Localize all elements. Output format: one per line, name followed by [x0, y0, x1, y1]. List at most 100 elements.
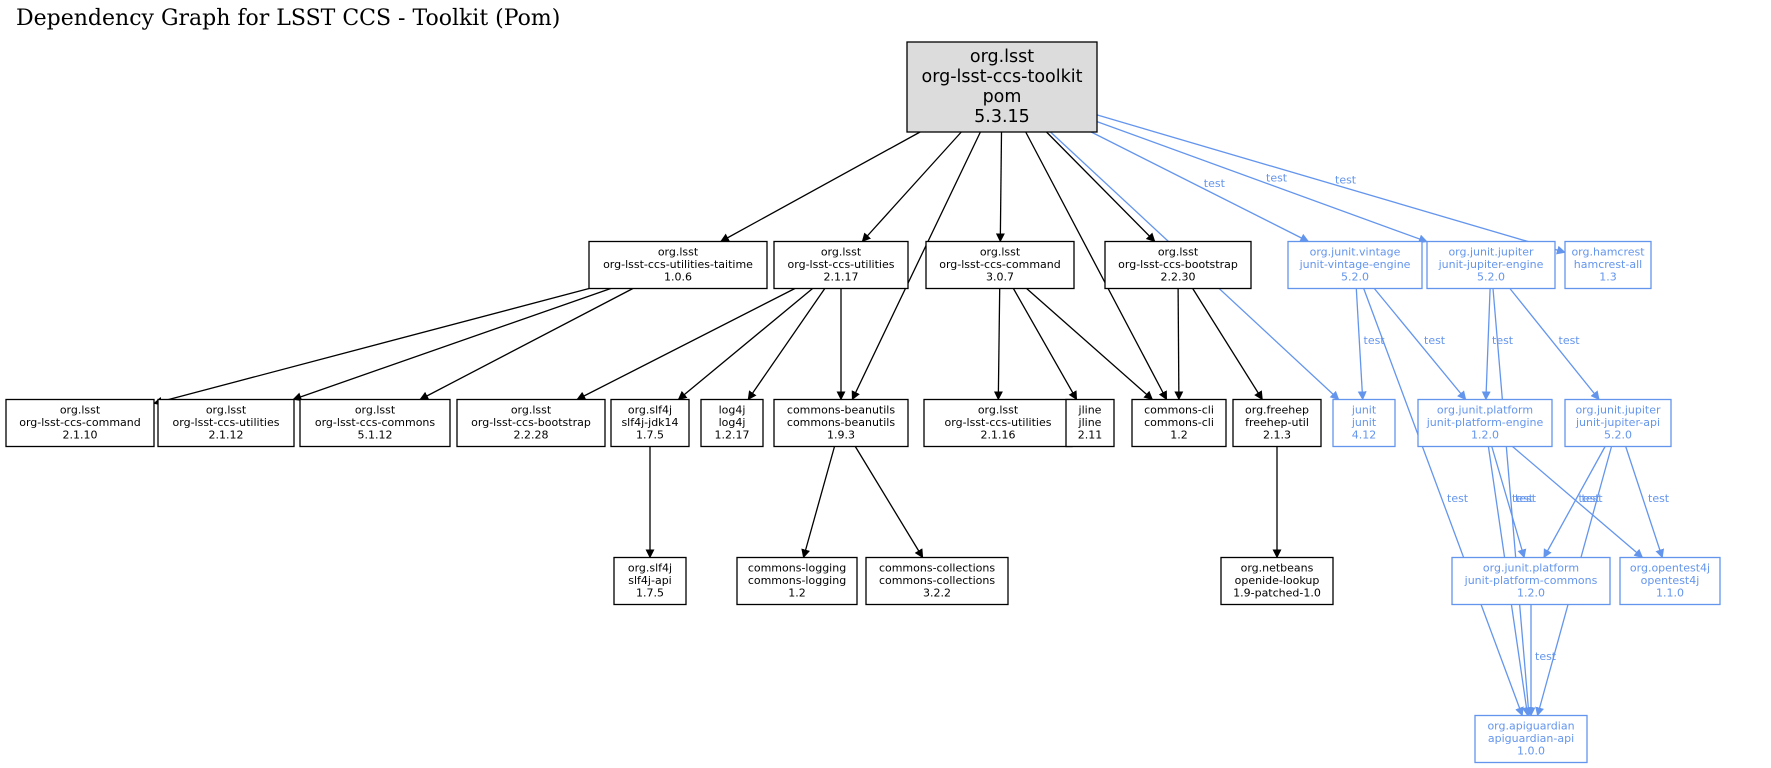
node-version: 5.3.15	[974, 107, 1030, 127]
edge-junit-jupiter-engine-to-junit-jupiter-api	[1509, 288, 1600, 401]
edge-root-to-bootstrap-2230	[1046, 131, 1156, 243]
edge-label: test	[1424, 334, 1446, 347]
node-group-id: org.netbeans	[1241, 562, 1314, 575]
edge-junit-vintage-engine-to-apiguardian-api	[1363, 288, 1524, 717]
edge-command-307-to-jline	[1012, 288, 1078, 401]
node-box	[1417, 398, 1553, 448]
node-box	[773, 240, 909, 290]
node-artifact-id: junit-platform-engine	[1426, 416, 1544, 429]
node-junit-vintage-engine: org.junit.vintagejunit-vintage-engine5.2…	[1287, 240, 1423, 290]
node-artifact-id: org-lsst-ccs-commons	[315, 416, 436, 429]
node-artifact-id: junit-platform-commons	[1464, 574, 1598, 587]
node-group-id: org.lsst	[511, 404, 552, 417]
node-artifact-id: commons-beanutils	[787, 416, 895, 429]
node-artifact-id: org-lsst-ccs-utilities	[945, 416, 1052, 429]
node-group-id: org.lsst	[355, 404, 396, 417]
node-box	[456, 398, 606, 448]
node-group-id: org.lsst	[60, 404, 101, 417]
node-box	[613, 556, 687, 606]
edge-utilities-taitime-to-utilities-2112	[292, 287, 612, 402]
node-box	[1232, 398, 1322, 448]
node-group-id: commons-beanutils	[787, 404, 895, 417]
node-artifact-id: org-lsst-ccs-command	[19, 416, 141, 429]
node-box	[1619, 556, 1721, 606]
node-version: 2.1.17	[824, 271, 859, 284]
node-box	[1564, 398, 1672, 448]
node-version: 5.2.0	[1604, 429, 1632, 442]
node-artifact-id: org-lsst-ccs-bootstrap	[1118, 258, 1238, 271]
edge-label: test	[1579, 492, 1601, 505]
edge-root-to-hamcrest-all	[1096, 114, 1566, 255]
node-group-id: jline	[1078, 404, 1102, 417]
edge-junit-platform-engine-to-junit-platform-commons	[1491, 446, 1527, 559]
edge-label: test	[1648, 492, 1670, 505]
node-group-id: org.lsst	[821, 246, 862, 259]
edge-junit-jupiter-api-to-junit-platform-commons	[1543, 446, 1606, 559]
node-artifact-id: junit-vintage-engine	[1299, 258, 1411, 271]
node-group-id: org.apiguardian	[1487, 720, 1574, 733]
node-artifact-id: slf4j-api	[628, 574, 671, 587]
node-box	[700, 398, 764, 448]
node-group-id: org.slf4j	[628, 562, 672, 575]
node-group-id: org.junit.platform	[1483, 562, 1579, 575]
edge-label: test	[1335, 174, 1357, 187]
node-box	[1104, 240, 1252, 290]
node-box	[1426, 240, 1556, 290]
node-artifact-id: junit-jupiter-api	[1575, 416, 1660, 429]
node-box	[1131, 398, 1227, 448]
edges-layer	[153, 114, 1665, 717]
edge-label: test	[1515, 492, 1537, 505]
node-group-id: commons-cli	[1144, 404, 1214, 417]
node-artifact-id: freehep-util	[1245, 416, 1309, 429]
node-group-id: org.lsst	[206, 404, 247, 417]
edge-utilities-taitime-to-commons-5112	[419, 287, 634, 401]
node-version: 3.2.2	[923, 587, 951, 600]
node-artifact-id: org-lsst-ccs-toolkit	[922, 67, 1083, 87]
node-group-id: org.opentest4j	[1630, 562, 1710, 575]
node-box	[906, 41, 1098, 133]
node-group-id: org.lsst	[970, 47, 1034, 67]
edge-root-to-junit-vintage-engine	[1090, 131, 1310, 243]
node-version: 2.11	[1078, 429, 1103, 442]
node-artifact-id: hamcrest-all	[1574, 258, 1642, 271]
edge-utilities-2117-to-log4j	[747, 288, 826, 401]
node-box	[773, 398, 909, 448]
node-box	[1474, 714, 1588, 764]
node-version: 3.0.7	[986, 271, 1014, 284]
node-box	[925, 240, 1075, 290]
node-group-id: org.lsst	[980, 246, 1021, 259]
node-group-id: log4j	[719, 404, 746, 417]
node-box	[1287, 240, 1423, 290]
edge-commons-beanutils-to-commons-logging	[801, 446, 836, 559]
node-version: 2.1.3	[1263, 429, 1291, 442]
node-version: 2.2.28	[514, 429, 549, 442]
node-utilities-taitime: org.lsstorg-lsst-ccs-utilities-taitime1.…	[588, 240, 768, 290]
node-group-id: commons-collections	[879, 562, 995, 575]
node-box	[299, 398, 451, 448]
node-version: 4.12	[1352, 429, 1377, 442]
edge-root-to-commons-beanutils	[851, 131, 981, 401]
node-box	[157, 398, 295, 448]
node-artifact-id: junit-jupiter-engine	[1438, 258, 1544, 271]
node-box	[1220, 556, 1334, 606]
node-version: 1.2.0	[1517, 587, 1545, 600]
node-version: 5.2.0	[1477, 271, 1505, 284]
edge-label: test	[1559, 334, 1581, 347]
node-junit-platform-engine: org.junit.platformjunit-platform-engine1…	[1417, 398, 1553, 448]
node-box	[1332, 398, 1396, 448]
edge-bootstrap-2230-to-freehep-util	[1192, 288, 1263, 401]
node-version: 1.2.17	[715, 429, 750, 442]
node-group-id: org.lsst	[978, 404, 1019, 417]
